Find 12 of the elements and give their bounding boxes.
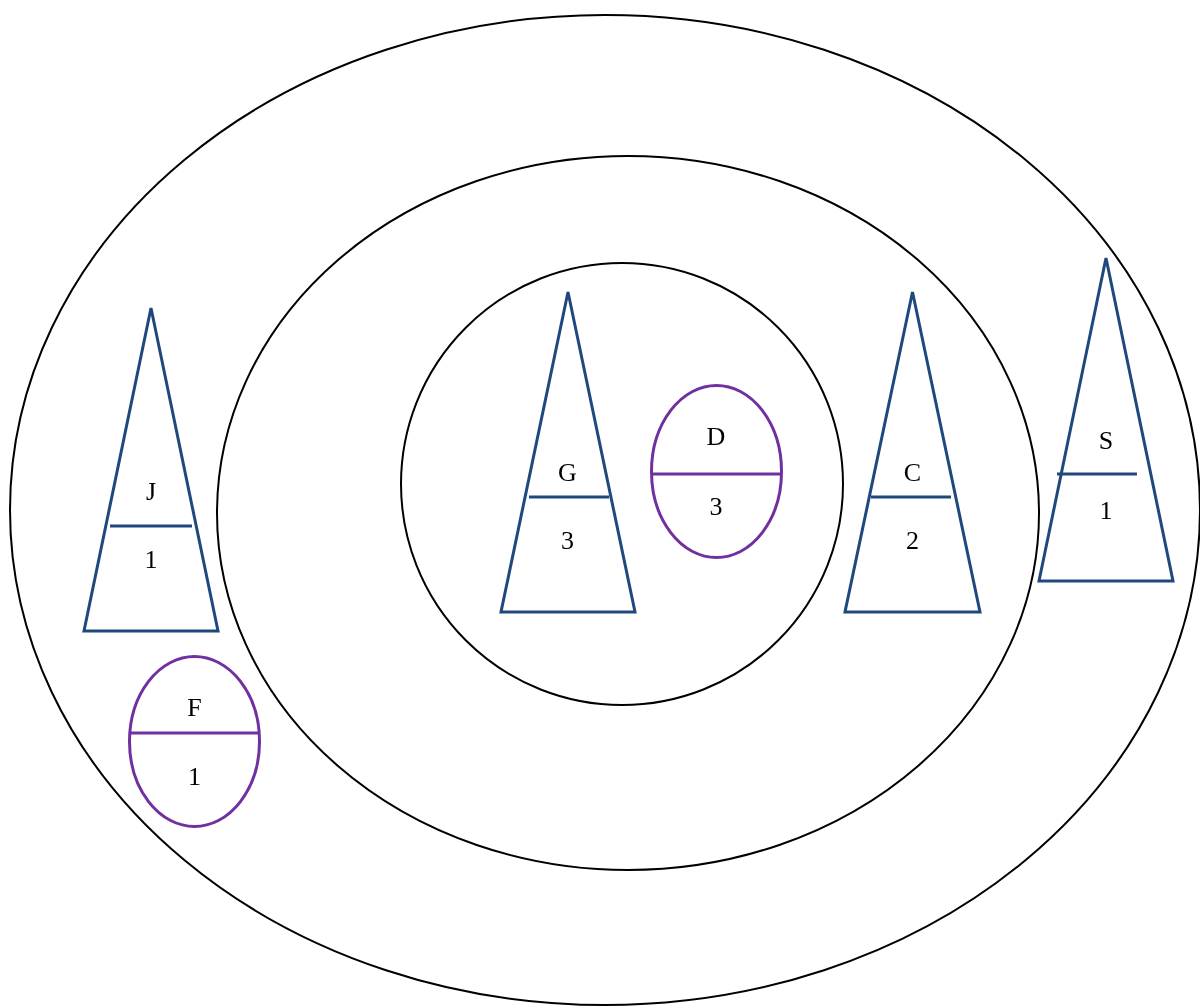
count-label: 1 xyxy=(144,545,158,575)
count-label: 3 xyxy=(709,492,723,522)
letter-label: J xyxy=(145,477,157,507)
letter-label: F xyxy=(187,693,202,723)
count-label: 2 xyxy=(906,526,919,556)
count-label: 3 xyxy=(561,526,574,556)
letter-label: S xyxy=(1098,426,1114,456)
count-label: 1 xyxy=(188,762,201,792)
count-label: 1 xyxy=(1099,496,1113,526)
letter-label: C xyxy=(903,458,922,488)
letter-label: D xyxy=(706,422,726,452)
letter-label: G xyxy=(558,458,577,488)
